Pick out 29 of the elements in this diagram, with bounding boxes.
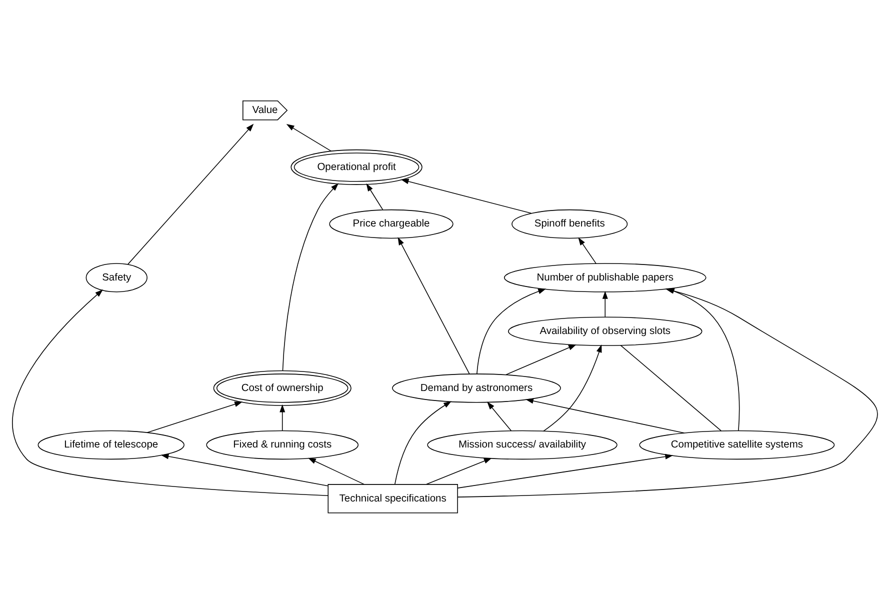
- arrow: [400, 178, 532, 214]
- arrow: [280, 404, 286, 430]
- node-ellipse: Safety: [86, 262, 148, 292]
- node-ellipse: Mission success/ availability: [427, 430, 618, 460]
- arrow: [160, 453, 328, 486]
- arrow: [282, 182, 339, 371]
- arrow: [578, 236, 596, 264]
- arrow: [457, 453, 674, 488]
- arrow: [487, 401, 512, 431]
- arrow: [543, 344, 602, 431]
- arrow: [12, 289, 329, 496]
- node-ellipse: Availability of observing slots: [508, 316, 702, 346]
- arrow: [398, 236, 470, 374]
- arrow: [602, 290, 608, 317]
- node-ellipse: Fixed & running costs: [206, 430, 359, 460]
- arrow: [394, 400, 452, 484]
- node-ellipse: Price chargeable: [329, 208, 454, 238]
- arrow: [476, 288, 546, 374]
- arrow: [146, 401, 243, 432]
- arrow: [286, 124, 332, 152]
- arrow: [366, 182, 384, 210]
- node-box: Technical specifications: [328, 484, 458, 513]
- node-ellipse: Spinoff benefits: [512, 208, 628, 238]
- arrow: [426, 457, 492, 484]
- connector: [620, 344, 722, 431]
- arrow: [506, 344, 576, 375]
- arrow: [127, 123, 254, 264]
- arrow: [526, 398, 685, 433]
- arrow: [308, 457, 364, 484]
